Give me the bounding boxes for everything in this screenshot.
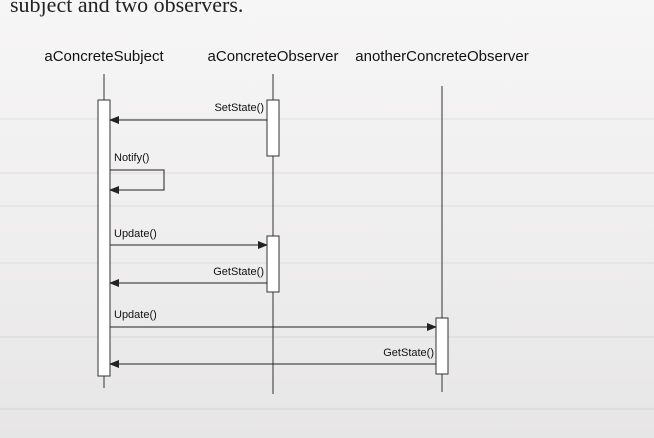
activation-observer-update (266, 235, 280, 293)
message-update-label: Update() (114, 228, 157, 240)
message-getstate-label: GetState() (213, 266, 264, 278)
message-setstate-label: SetState() (214, 102, 264, 114)
lifeline-label-another-observer: anotherConcreteObserver (355, 48, 529, 65)
bleed-through-line (0, 336, 654, 338)
activation-observer-setstate (266, 99, 280, 157)
bleed-through-line (0, 262, 654, 264)
message-notify-label: Notify() (114, 152, 149, 164)
activation-another-observer-update (435, 317, 449, 375)
bleed-through-line (0, 205, 654, 207)
lifeline-label-subject: aConcreteSubject (44, 48, 164, 65)
bleed-through-line (0, 408, 654, 410)
bleed-through-line (0, 118, 654, 120)
activation-subject (97, 99, 111, 377)
message-notify-arrow (109, 169, 165, 194)
message-update-another-label: Update() (114, 309, 157, 321)
lifeline-label-observer: aConcreteObserver (207, 48, 339, 65)
page-caption: subject and two observers. (10, 0, 244, 17)
message-getstate-another-label: GetState() (383, 347, 434, 359)
bleed-through-line (0, 172, 654, 174)
